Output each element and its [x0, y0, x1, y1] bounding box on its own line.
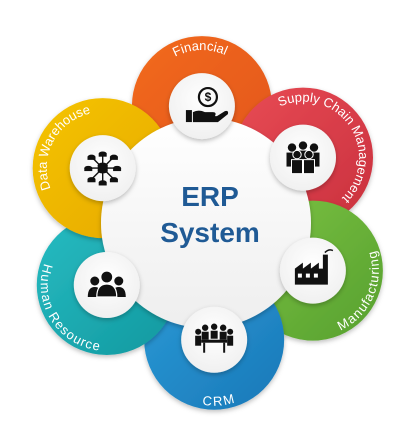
- network-nodes-icon: [84, 151, 122, 186]
- module-manufacturing: [279, 237, 346, 304]
- module-supply-chain: [269, 124, 336, 191]
- center-hub-circle: [101, 118, 311, 328]
- money-hand-icon: $: [185, 86, 229, 123]
- team-icon: [87, 270, 126, 298]
- icon-circle-financial: [168, 73, 235, 140]
- meeting-table-icon: [195, 323, 234, 353]
- factory-icon: [294, 249, 334, 285]
- petal-label-financial: Financial: [170, 37, 231, 60]
- module-icons: $: [69, 73, 346, 373]
- center-title-line2: System: [160, 217, 260, 248]
- module-crm: [181, 306, 248, 373]
- people-group-icon: [286, 141, 320, 175]
- center-title-line1: ERP: [181, 181, 239, 212]
- petal-label-crm: CRM: [201, 391, 236, 410]
- module-data-warehouse: [69, 135, 136, 202]
- module-human-resource: [73, 252, 140, 319]
- center-hub: ERP System: [101, 118, 311, 328]
- module-financial: $: [168, 73, 235, 140]
- svg-text:$: $: [205, 90, 212, 104]
